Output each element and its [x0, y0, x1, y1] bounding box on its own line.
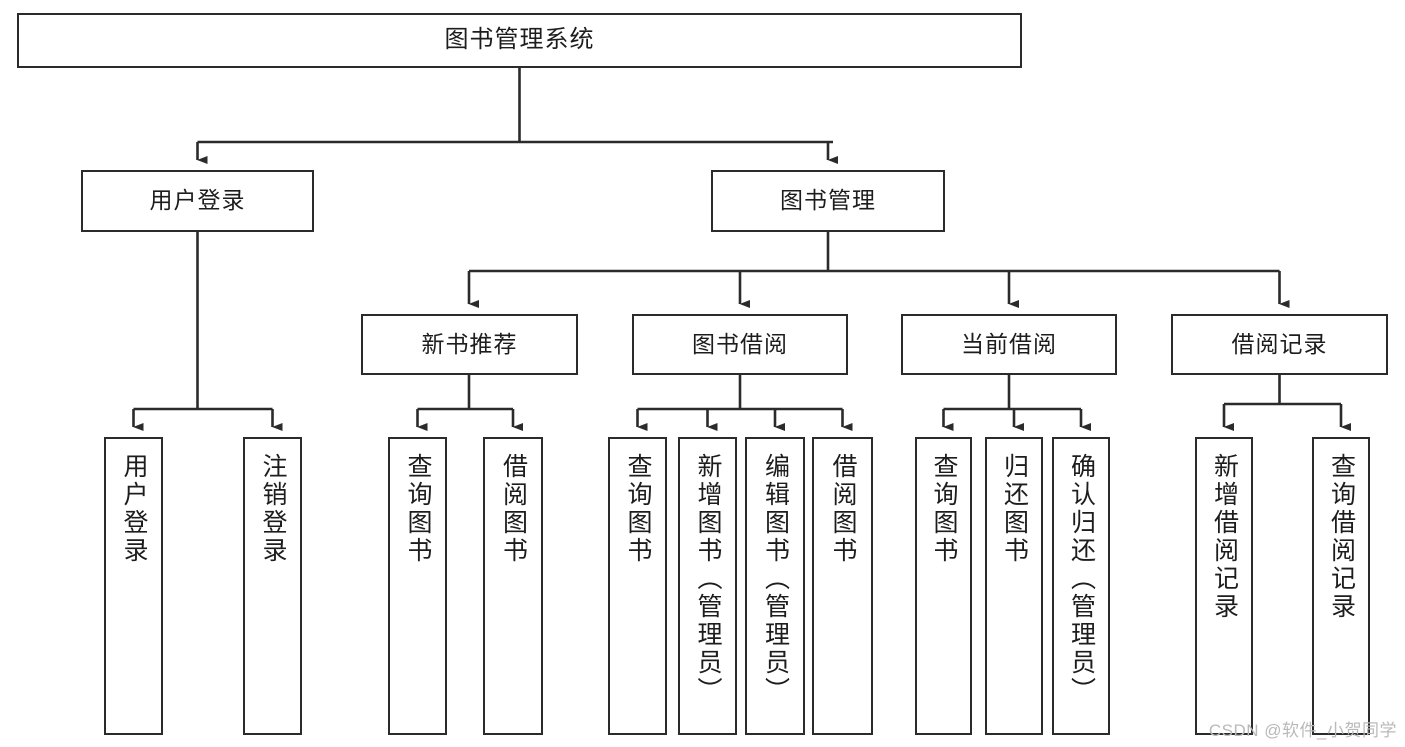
- node-leaf-cb-query-book[interactable]: 查询图书: [915, 437, 972, 735]
- node-leaf-bb-borrow-book[interactable]: 借阅图书: [812, 437, 873, 735]
- edge-borrow-record-to-leaves: [1222, 375, 1352, 432]
- edge-root-to-level2: [196, 68, 839, 165]
- node-label: 用户登录: [120, 453, 148, 565]
- node-current-borrowing[interactable]: 当前借阅: [901, 314, 1117, 375]
- node-user-login[interactable]: 用户登录: [81, 170, 314, 232]
- node-leaf-br-query-record[interactable]: 查询借阅记录: [1312, 437, 1370, 735]
- node-label: 图书管理系统: [444, 26, 595, 54]
- node-label: 借阅图书: [829, 453, 857, 565]
- node-borrow-records[interactable]: 借阅记录: [1171, 314, 1388, 375]
- node-label: 新增图书（管理员）: [694, 453, 722, 705]
- node-label: 确认归还（管理员）: [1067, 453, 1096, 705]
- watermark-text: CSDN @软件_小贺同学: [1208, 721, 1397, 740]
- node-label: 当前借阅: [961, 330, 1057, 357]
- node-book-borrowing[interactable]: 图书借阅: [632, 314, 848, 375]
- node-leaf-bb-edit-book[interactable]: 编辑图书（管理员）: [745, 437, 805, 735]
- node-leaf-user-login[interactable]: 用户登录: [104, 437, 163, 735]
- node-label: 借阅图书: [499, 453, 528, 565]
- node-label: 图书借阅: [692, 330, 788, 357]
- node-label: 新增借阅记录: [1210, 453, 1239, 621]
- node-label: 查询借阅记录: [1327, 453, 1356, 621]
- node-label: 查询图书: [404, 453, 432, 565]
- node-leaf-br-add-record[interactable]: 新增借阅记录: [1195, 437, 1253, 735]
- node-label: 查询图书: [624, 453, 652, 565]
- node-label: 图书管理: [780, 187, 876, 214]
- node-label: 注销登录: [259, 453, 287, 565]
- node-new-book-recommendation[interactable]: 新书推荐: [361, 314, 578, 375]
- node-label: 新书推荐: [421, 330, 518, 357]
- node-leaf-cb-return-book[interactable]: 归还图书: [985, 437, 1043, 735]
- edge-book-manage-to-level3: [467, 232, 1290, 309]
- edge-new-book-rec-to-leaves: [416, 375, 524, 432]
- node-leaf-bb-query-book[interactable]: 查询图书: [608, 437, 667, 735]
- node-label: 借阅记录: [1231, 330, 1328, 357]
- node-leaf-logout[interactable]: 注销登录: [243, 437, 302, 735]
- node-label: 归还图书: [1000, 453, 1029, 565]
- edge-user-login-to-leaves: [132, 232, 283, 432]
- edge-book-borrow-to-leaves: [636, 375, 853, 432]
- node-book-management[interactable]: 图书管理: [711, 170, 945, 232]
- node-label: 查询图书: [930, 453, 958, 565]
- edge-current-borrow-to-leaves: [942, 375, 1092, 432]
- node-leaf-rec-borrow-book[interactable]: 借阅图书: [483, 437, 543, 735]
- node-leaf-bb-add-book[interactable]: 新增图书（管理员）: [678, 437, 737, 735]
- node-leaf-rec-query-book[interactable]: 查询图书: [388, 437, 447, 735]
- node-leaf-cb-confirm-return[interactable]: 确认归还（管理员）: [1052, 437, 1110, 735]
- node-root-system[interactable]: 图书管理系统: [17, 13, 1022, 68]
- node-label: 编辑图书（管理员）: [761, 453, 790, 705]
- node-label: 用户登录: [149, 187, 246, 214]
